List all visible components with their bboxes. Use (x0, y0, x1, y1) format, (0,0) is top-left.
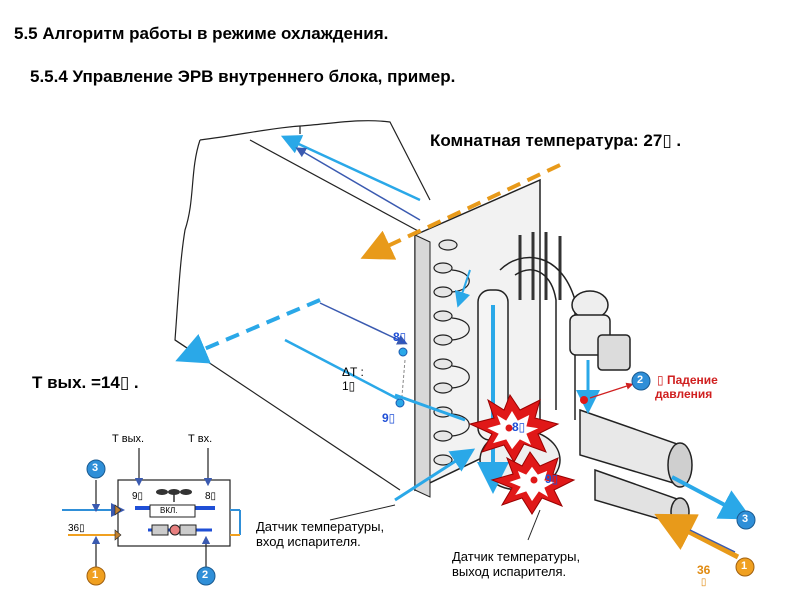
sensor-dot-8 (398, 347, 408, 357)
refrigerant-flow-3 (394, 393, 466, 422)
delta-t-bracket (401, 359, 406, 397)
delta-t-line2: 1▯ (342, 379, 356, 393)
burst-dot-8 (505, 424, 513, 432)
airflow-arrow-2 (295, 147, 421, 221)
mini-t-in-label: Т вх. (188, 433, 213, 445)
mini-badge-2 (196, 566, 216, 586)
burst-inlet-inner (484, 409, 542, 451)
liquid-temp-label: 36 ▯ (697, 563, 710, 588)
mini-liquid-value: 36▯ (68, 523, 85, 534)
page-subheading: 5.5.4 Управление ЭРВ внутреннего блока, … (30, 67, 456, 86)
burst-8-label: 8▯ (512, 420, 526, 434)
badge-2-number: 2 (637, 374, 644, 386)
coil-tubes (433, 239, 470, 466)
outlet-temperature-label: Т вых. =14▯ . (32, 373, 139, 392)
airflow-dashed-arrow-1 (175, 298, 321, 364)
delta-t-line1: ΔT : (342, 365, 364, 379)
mini-t-out-label: Т вых. (112, 433, 145, 445)
pressure-drop-line1: ▯ Падение (657, 373, 718, 387)
pipes-top (518, 232, 562, 300)
burst-dot-9 (530, 476, 538, 484)
mini-badge-1 (86, 566, 106, 586)
badge-1-number: 1 (741, 560, 748, 572)
airflow-arrow-4 (319, 302, 408, 345)
eev-valve (569, 290, 631, 371)
mini-badge-1-number: 1 (92, 569, 99, 581)
sensor-out-leader (527, 509, 541, 541)
liquid-temp-line2: ▯ (700, 577, 707, 588)
burst-outlet-inner (506, 465, 558, 503)
room-temperature-label: Комнатная температура: 27▯ . (430, 131, 682, 150)
delta-t-label: ΔT : 1▯ (342, 365, 364, 393)
pressure-drop-line2: давления (655, 387, 713, 401)
mini-schematic (62, 448, 241, 586)
pressure-leader (589, 382, 634, 399)
liquid-inlet-inner (689, 529, 736, 553)
sensor-inlet-line2: вход испарителя. (256, 534, 361, 549)
liquid-inlet-arrow (654, 513, 740, 560)
sensor-inlet-line1: Датчик температуры, (256, 519, 385, 534)
airflow-arrow-3 (284, 338, 401, 402)
mini-badge-3 (86, 459, 106, 479)
refrigerant-flow-4 (394, 448, 476, 502)
sensor-in-leader (329, 504, 396, 521)
pressure-drop-label: ▯ Падение давления (655, 373, 718, 401)
sensor-outlet-line2: выход испарителя. (452, 564, 567, 579)
temp-9-label: 9▯ (382, 411, 396, 425)
outlet-flow-arrow (671, 475, 753, 520)
mini-badge-3-number: 3 (92, 462, 99, 474)
badge-1-main (735, 557, 755, 577)
sensor-outlet-line1: Датчик температуры, (452, 549, 581, 564)
mini-right-value: 8▯ (205, 491, 217, 502)
pressure-point (580, 396, 588, 404)
badge-2-main (631, 371, 651, 391)
sensor-outlet-label: Датчик температуры, выход испарителя. (452, 549, 580, 579)
burst-9-label: 9▯ (545, 472, 559, 486)
page-heading: 5.5 Алгоритм работы в режиме охлаждения. (14, 24, 389, 43)
sensor-dot-9 (395, 398, 405, 408)
airflow-arrow-1 (280, 135, 421, 202)
airflow-arrow-5 (454, 269, 471, 308)
mini-left-value: 9▯ (132, 491, 144, 502)
temp-8-label: 8▯ (393, 330, 407, 344)
mini-badge-2-number: 2 (202, 569, 209, 581)
liquid-temp-line1: 36 (697, 563, 711, 577)
evaporator-housing (174, 120, 431, 491)
warm-air-dashed-arrow (360, 163, 561, 260)
badge-3-main (736, 510, 756, 530)
badge-3-number: 3 (742, 513, 749, 525)
mini-on-label: ВКЛ. (160, 506, 178, 515)
sensor-inlet-label: Датчик температуры, вход испарителя. (256, 519, 384, 549)
